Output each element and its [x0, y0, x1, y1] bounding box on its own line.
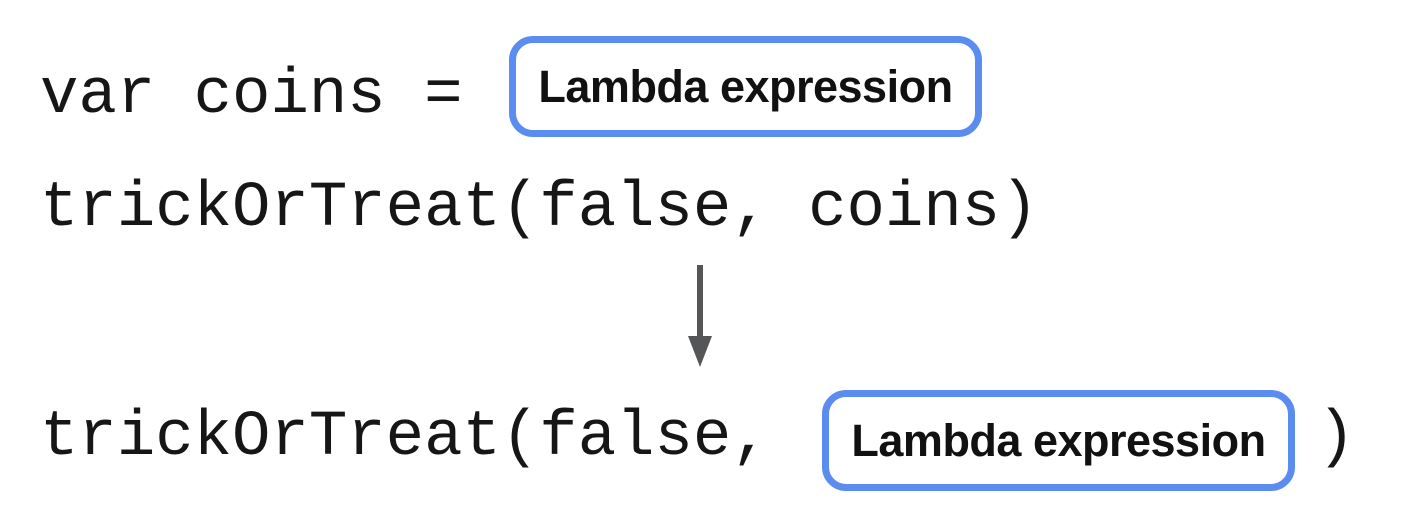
code-function-call: trickOrTreat(false, coins): [40, 173, 1039, 245]
code-function-call-substituted: trickOrTreat(false,: [40, 402, 770, 474]
code-var-declaration: var coins =: [40, 60, 501, 132]
lambda-expression-box-1: Lambda expression: [509, 36, 982, 137]
code-closing-paren: ): [1317, 402, 1356, 474]
down-arrow-icon: [688, 265, 712, 367]
lambda-expression-label-2: Lambda expression: [851, 414, 1266, 466]
lambda-expression-label-1: Lambda expression: [538, 60, 953, 112]
lambda-expression-box-2: Lambda expression: [822, 390, 1295, 491]
